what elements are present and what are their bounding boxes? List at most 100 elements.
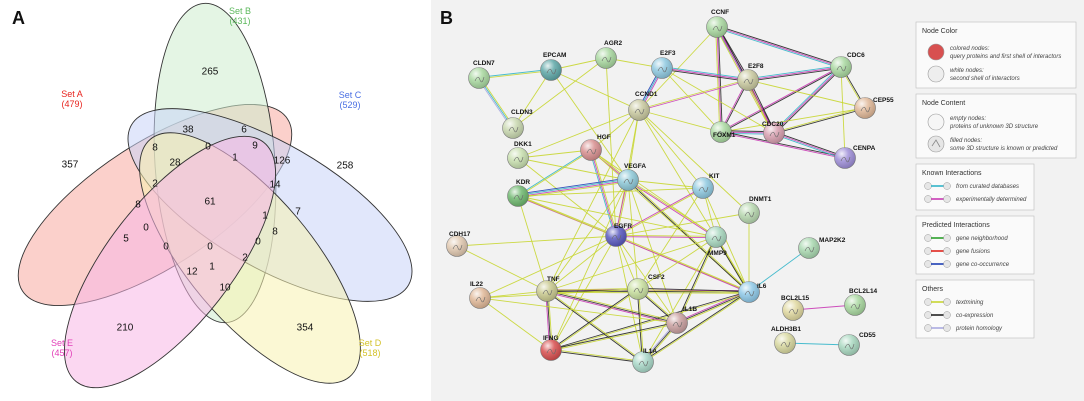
node-label: VEGFA <box>624 163 646 170</box>
node-structure-glyph <box>474 76 485 83</box>
node-egfr[interactable]: EGFR <box>605 223 633 247</box>
node-il22[interactable]: IL22 <box>469 281 491 309</box>
node-ccnd1[interactable]: CCND1 <box>628 91 658 121</box>
filled-node-swatch <box>927 135 945 153</box>
colored-node-swatch <box>927 43 945 61</box>
node-label: CD55 <box>859 332 876 339</box>
node-structure-glyph <box>788 308 799 315</box>
node-kit[interactable]: KIT <box>692 173 720 199</box>
venn-region-count: 6 <box>241 125 247 136</box>
node-cldn3[interactable]: CLDN3 <box>502 109 534 139</box>
node-cep55[interactable]: CEP55 <box>854 97 894 119</box>
node-structure-glyph <box>542 289 553 296</box>
node-e2f3[interactable]: E2F3 <box>651 50 676 79</box>
venn-region-count: 12 <box>186 267 198 278</box>
node-label: IFNG <box>543 335 559 342</box>
node-label: DKK1 <box>514 141 532 148</box>
node-aldh3b1[interactable]: ALDH3B1 <box>771 326 801 354</box>
interaction-edge <box>551 323 678 352</box>
interaction-edge <box>637 289 749 294</box>
interaction-edge <box>550 235 617 351</box>
interaction-edge <box>638 287 750 292</box>
node-cdc6[interactable]: CDC6 <box>830 52 866 78</box>
venn-region-count: 2 <box>242 253 248 264</box>
node-il6[interactable]: IL6 <box>738 281 767 303</box>
node-structure-glyph <box>634 108 645 115</box>
node-foxm1[interactable]: FOXM1 <box>710 121 736 143</box>
interaction-edge <box>627 179 639 290</box>
node-kdr[interactable]: KDR <box>507 179 531 207</box>
interaction-edge <box>661 67 775 134</box>
node-agr2[interactable]: AGR2 <box>595 40 623 69</box>
node-map2k2[interactable]: MAP2K2 <box>798 237 846 259</box>
venn-region-count: 1 <box>232 153 238 164</box>
node-il1b[interactable]: IL1B <box>666 306 698 334</box>
interaction-edge <box>615 236 716 239</box>
node-vegfa[interactable]: VEGFA <box>617 163 647 191</box>
interaction-edge <box>638 109 750 293</box>
interaction-edge <box>747 65 841 80</box>
node-ifng[interactable]: IFNG <box>540 335 562 361</box>
node-label: KDR <box>516 179 530 186</box>
node-structure-glyph <box>712 25 723 32</box>
node-label: CCND1 <box>635 91 658 98</box>
interaction-edge <box>721 67 842 133</box>
legend-known-title: Known Interactions <box>922 170 982 177</box>
node-structure-glyph <box>546 348 557 355</box>
venn-set-name: Set A <box>61 89 83 99</box>
node-e2f8[interactable]: E2F8 <box>737 63 764 91</box>
interaction-edge <box>748 247 810 293</box>
legend-swatch-node <box>943 234 951 242</box>
node-structure-glyph <box>638 360 649 367</box>
legend-item-text: gene fusions <box>956 249 990 255</box>
interaction-edge <box>747 79 866 109</box>
node-tnf[interactable]: TNF <box>536 276 560 302</box>
legend-swatch-node <box>924 311 932 319</box>
node-mmp9[interactable]: MMP9 <box>705 226 728 258</box>
venn-region-count: 210 <box>117 323 134 334</box>
node-ccnf[interactable]: CCNF <box>706 9 730 38</box>
legend-text: colored nodes: <box>950 46 990 52</box>
interaction-edge <box>773 133 845 160</box>
node-cldn7[interactable]: CLDN7 <box>468 60 496 89</box>
interaction-edge <box>550 69 640 111</box>
node-cenpa[interactable]: CENPA <box>834 145 876 169</box>
node-structure-glyph <box>633 287 644 294</box>
node-dkk1[interactable]: DKK1 <box>507 141 533 169</box>
legend-text: query proteins and first shell of intera… <box>950 54 1061 60</box>
node-bcl2l15[interactable]: BCL2L15 <box>781 295 810 321</box>
node-bcl2l14[interactable]: BCL2L14 <box>844 288 878 316</box>
venn-region-count: 8 <box>152 143 158 154</box>
legend-node-content: Node Content empty nodes: proteins of un… <box>915 93 1077 159</box>
interaction-edge <box>840 66 846 159</box>
node-cd55[interactable]: CD55 <box>838 332 877 356</box>
venn-region-count: 5 <box>123 234 129 245</box>
node-label: CDC6 <box>847 52 865 59</box>
node-structure-glyph <box>780 341 791 348</box>
legend-swatch-node <box>924 182 932 190</box>
node-cdc20[interactable]: CDC20 <box>762 121 785 144</box>
node-label: CDH17 <box>449 231 471 238</box>
interaction-edge <box>638 109 750 214</box>
node-structure-glyph <box>716 130 727 137</box>
venn-region-count: 357 <box>62 160 79 171</box>
node-label: FOXM1 <box>713 132 736 139</box>
node-il1a[interactable]: IL1A <box>632 348 658 373</box>
node-csf2[interactable]: CSF2 <box>627 274 666 300</box>
venn-set-name: Set E <box>51 338 73 348</box>
empty-node-swatch <box>927 113 945 131</box>
venn-region-count: 38 <box>182 125 194 136</box>
interaction-edge <box>551 289 639 351</box>
legend-item-text: gene co-occurrence <box>956 262 1010 268</box>
node-dnmt1[interactable]: DNMT1 <box>738 196 772 224</box>
interaction-edge <box>773 106 865 133</box>
interaction-edge <box>627 180 716 238</box>
legend-swatch-node <box>924 298 932 306</box>
interaction-edge <box>456 245 548 292</box>
node-hgf[interactable]: HGF <box>580 134 611 161</box>
node-epcam[interactable]: EPCAM <box>540 52 567 81</box>
node-cdh17[interactable]: CDH17 <box>446 231 471 257</box>
venn-region-count: 126 <box>274 156 291 167</box>
interaction-edge <box>716 26 722 133</box>
legend-item-text: experimentally determined <box>956 197 1027 203</box>
